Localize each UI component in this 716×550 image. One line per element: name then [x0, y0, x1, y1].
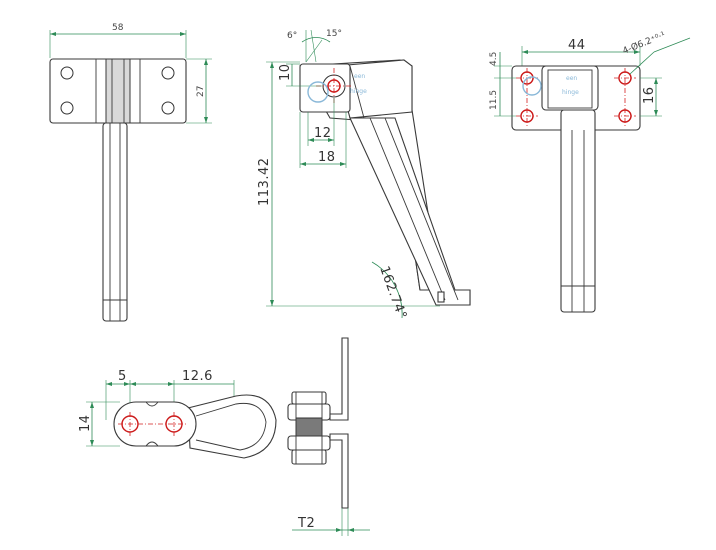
- dim-18-label: 18: [318, 150, 336, 165]
- dim-10-label: 10: [278, 63, 293, 81]
- front-height-label: 27: [196, 86, 206, 97]
- watermark-text-2: hinge: [350, 88, 367, 95]
- dim-4-5-label: 4.5: [489, 52, 499, 66]
- front-width-label: 58: [112, 23, 124, 33]
- holes-note-label: 4-Ø6.2⁺⁰·¹: [621, 30, 667, 57]
- watermark-text-4: hinge: [562, 89, 579, 96]
- bend-angle-label: 162.74°: [376, 264, 409, 321]
- front-view: 58 27: [49, 23, 212, 322]
- watermark-text-3: een: [566, 75, 577, 82]
- dim-14-label: 14: [78, 414, 93, 432]
- side-height-label: 113.42: [257, 158, 272, 207]
- watermark-text-1: een: [354, 73, 365, 80]
- dim-12-label: 12: [314, 126, 332, 141]
- dim-12-6-label: 12.6: [182, 369, 213, 384]
- bottom-view: 5 12.6 14: [78, 337, 370, 536]
- dim-t2-label: T2: [297, 516, 315, 531]
- right-view: 44 4-Ø6.2⁺⁰·¹ 4.5 11.5 16: [489, 30, 691, 313]
- dim-16-label: 16: [642, 86, 657, 104]
- right-width-label: 44: [568, 38, 586, 53]
- angle-small-label: 6°: [287, 31, 297, 41]
- dim-5-label: 5: [118, 369, 127, 384]
- watermark-logo-icon-2: [522, 76, 542, 96]
- side-view: 6° 15° 10 12: [257, 29, 471, 322]
- angle-large-label: 15°: [326, 29, 342, 39]
- dim-11-5-label: 11.5: [489, 90, 499, 110]
- watermark-logo-icon: [307, 81, 329, 103]
